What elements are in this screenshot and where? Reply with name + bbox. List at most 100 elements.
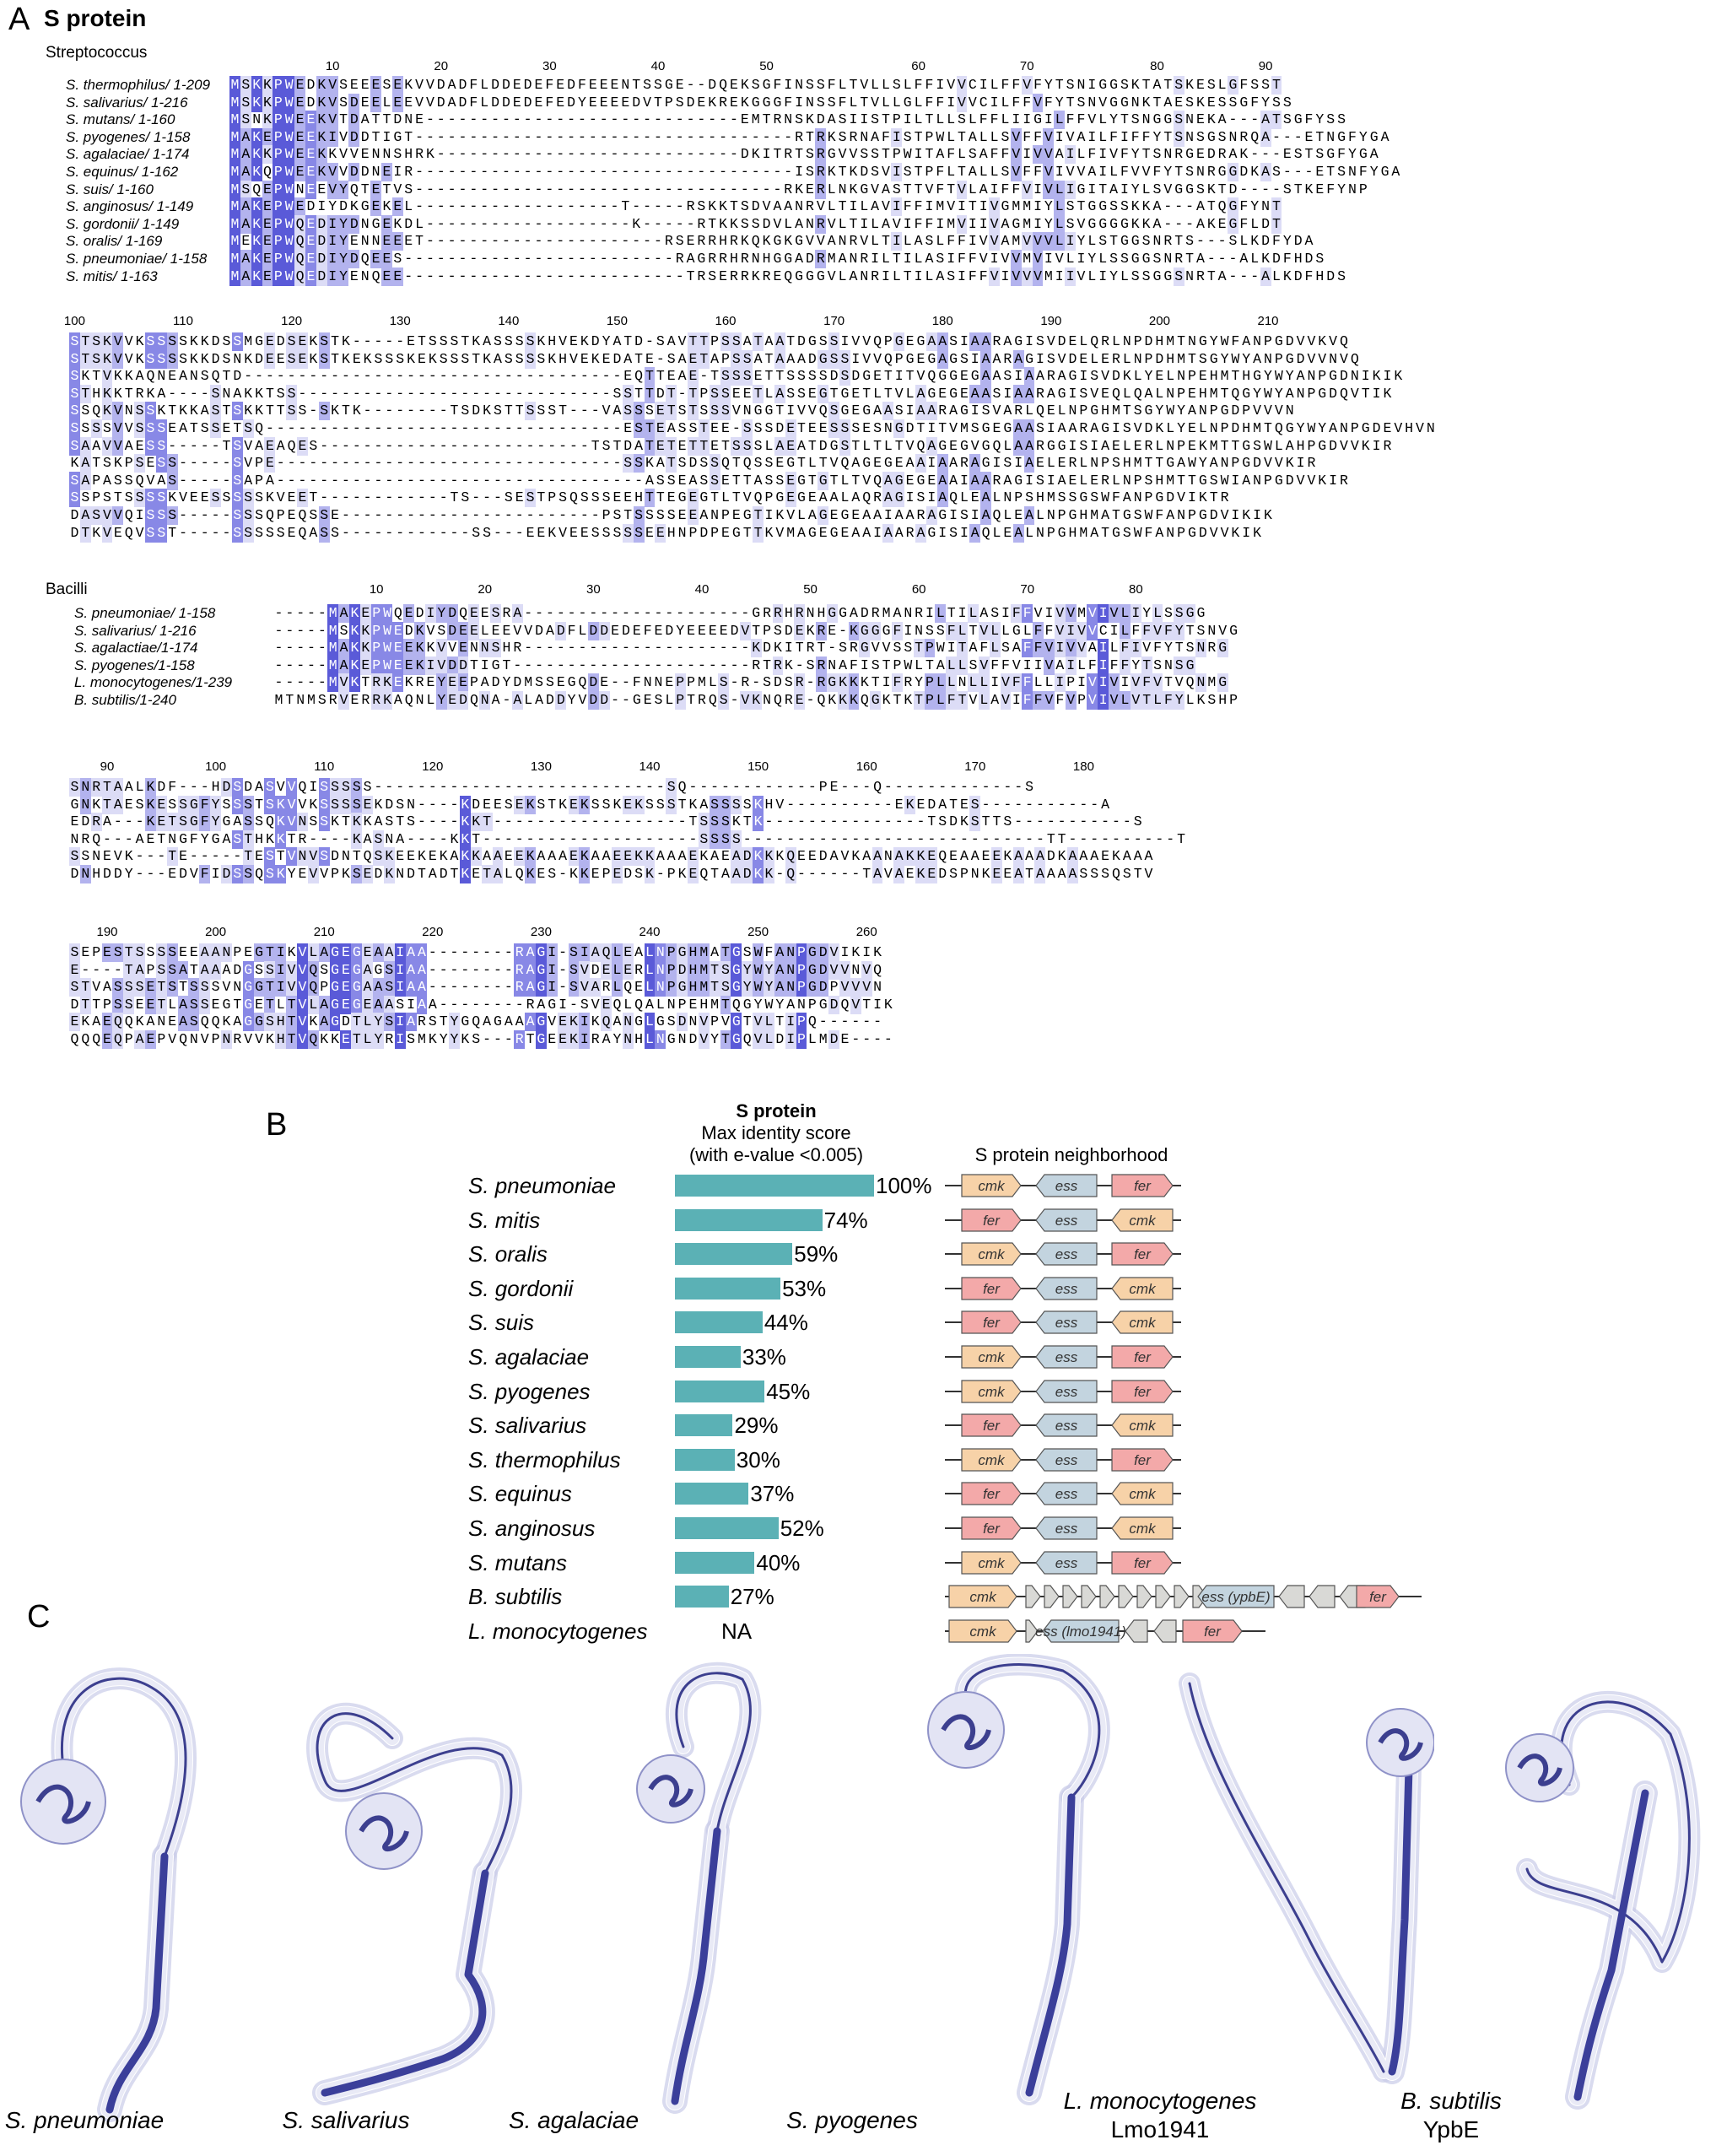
residue: E <box>818 524 828 541</box>
residue: - <box>428 368 437 385</box>
residue: A <box>405 943 417 962</box>
residue: D <box>339 198 348 215</box>
residue: R <box>135 385 144 402</box>
residue: P <box>273 127 284 147</box>
residue: N <box>1185 267 1194 284</box>
gene-label: ess <box>1055 1281 1078 1297</box>
residue: L <box>1079 333 1088 349</box>
residue: - <box>472 420 481 436</box>
residue: V <box>286 795 298 814</box>
residue: L <box>840 489 850 506</box>
residue: A <box>1090 524 1099 541</box>
residue: Y <box>1131 657 1141 673</box>
residue: - <box>797 830 806 847</box>
residue: E <box>1090 472 1099 489</box>
residue: G <box>1014 472 1023 489</box>
residue: V <box>1044 639 1055 658</box>
residue: S <box>90 506 102 525</box>
residue: D <box>818 943 829 962</box>
residue: A <box>483 848 492 865</box>
residue: - <box>610 267 619 284</box>
residue: E <box>294 197 306 217</box>
residue: V <box>307 847 319 867</box>
residue: - <box>1144 830 1153 847</box>
gene-label: ess <box>1055 1452 1078 1468</box>
residue: - <box>331 472 339 489</box>
residue: N <box>1285 403 1294 419</box>
residue: E <box>925 847 937 867</box>
residue: A <box>774 978 785 997</box>
residue: - <box>580 455 589 472</box>
residue: E <box>775 455 785 472</box>
residue: A <box>1239 251 1249 267</box>
residue: V <box>806 233 814 250</box>
residue: - <box>559 507 568 523</box>
residue: F <box>968 251 977 267</box>
residue: T <box>265 403 274 419</box>
gene-other <box>1118 1585 1134 1608</box>
residue: F <box>1155 507 1164 523</box>
sequence-name: L. monocytogenes/1-239 <box>74 674 233 691</box>
residue: - <box>578 605 587 621</box>
gene-label: cmk <box>1129 1281 1157 1297</box>
residue: I <box>882 674 891 691</box>
residue: - <box>580 779 589 795</box>
residue: - <box>545 215 554 232</box>
residue: T <box>417 333 426 349</box>
residue: G <box>1141 251 1151 267</box>
residue: T <box>677 796 687 813</box>
residue: A <box>818 489 828 506</box>
residue: P <box>92 944 101 960</box>
residue: - <box>740 181 749 197</box>
residue: - <box>407 472 416 489</box>
residue: E <box>491 622 500 639</box>
residue: A <box>968 128 977 145</box>
ruler-tick-label: 90 <box>100 759 115 774</box>
residue: S <box>504 489 513 506</box>
residue: I <box>990 181 999 197</box>
identity-bar <box>675 1517 779 1539</box>
residue: M <box>229 93 240 112</box>
residue: I <box>903 251 912 267</box>
residue: T <box>742 1013 752 1030</box>
residue: E <box>807 489 817 506</box>
residue: A <box>1034 865 1046 883</box>
residue: E <box>124 796 133 813</box>
sequence-name: S. pneumoniae/ 1-158 <box>66 251 208 267</box>
ruler-tick-label: 220 <box>422 925 444 939</box>
residue: - <box>559 944 568 960</box>
residue: W <box>1144 507 1153 523</box>
residue: V <box>1010 127 1022 147</box>
residue: C <box>979 94 988 111</box>
residue: P <box>1358 181 1368 197</box>
residue: L <box>871 233 880 250</box>
residue: E <box>601 960 612 980</box>
residue: - <box>374 368 383 385</box>
residue: - <box>450 437 459 454</box>
residue: - <box>179 779 187 795</box>
residue: S <box>742 419 753 438</box>
residue: V <box>448 640 457 657</box>
residue: Q <box>916 437 925 454</box>
residue: F <box>1250 94 1260 111</box>
residue: K <box>1003 848 1012 865</box>
residue: T <box>1177 472 1186 489</box>
residue: T <box>1152 94 1162 111</box>
residue: T <box>1206 267 1216 284</box>
residue: D <box>316 232 327 251</box>
residue: G <box>862 368 871 385</box>
residue: T <box>958 128 966 145</box>
residue: - <box>719 128 728 145</box>
residue: - <box>656 779 665 795</box>
residue: N <box>915 622 924 639</box>
residue: E <box>807 385 817 402</box>
residue: L <box>1090 350 1099 367</box>
residue: I <box>949 507 958 523</box>
residue: S <box>240 180 251 199</box>
residue: - <box>501 251 510 267</box>
residue: V <box>1000 691 1012 710</box>
residue: - <box>577 233 586 250</box>
residue: G <box>1090 403 1099 419</box>
residue: - <box>708 181 717 197</box>
